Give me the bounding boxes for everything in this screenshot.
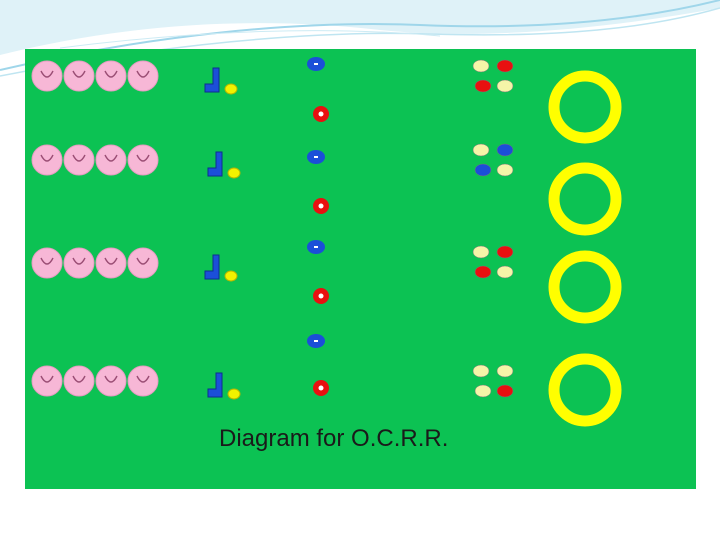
diagram-row [31, 143, 622, 236]
gold-ring [548, 353, 622, 427]
pink-cell [63, 60, 95, 92]
quad-dot [474, 384, 492, 398]
blue-particle-mark [314, 63, 318, 65]
pink-cell [127, 60, 159, 92]
cell-nucleus-mark [136, 70, 150, 78]
cell-nucleus-mark [72, 154, 86, 162]
pink-cell [63, 365, 95, 397]
l-shaped-fragment [207, 372, 223, 398]
red-particle-center [318, 385, 324, 391]
gold-ring [548, 70, 622, 144]
pink-cell [63, 247, 95, 279]
quad-dot [472, 59, 490, 73]
quad-dot [474, 163, 492, 177]
cell-nucleus-mark [136, 257, 150, 265]
pink-cell [63, 144, 95, 176]
pink-cell [31, 60, 63, 92]
quad-dot [474, 265, 492, 279]
quad-dot [472, 143, 490, 157]
pink-cell [95, 60, 127, 92]
cell-nucleus-mark [104, 375, 118, 383]
cell-nucleus-mark [104, 154, 118, 162]
quad-dot [472, 245, 490, 259]
diagram-panel: Diagram for O.C.R.R. [25, 49, 696, 489]
cell-nucleus-mark [72, 375, 86, 383]
quad-dot [496, 143, 514, 157]
pink-cell [31, 365, 63, 397]
quad-dot [496, 163, 514, 177]
cell-nucleus-mark [72, 70, 86, 78]
cell-nucleus-mark [40, 257, 54, 265]
pink-cell [31, 247, 63, 279]
yellow-dot [227, 167, 241, 179]
diagram-rows [31, 57, 622, 427]
l-shaped-fragment [204, 67, 220, 93]
l-shaped-fragment [204, 254, 220, 280]
pink-cell [95, 144, 127, 176]
cell-nucleus-mark [40, 70, 54, 78]
diagram-caption: Diagram for O.C.R.R. [219, 425, 449, 452]
diagram-canvas [31, 57, 622, 427]
blue-particle-mark [314, 156, 318, 158]
quad-dot [496, 265, 514, 279]
red-particle-center [318, 111, 324, 117]
quad-dot [496, 364, 514, 378]
blue-particle-mark [314, 340, 318, 342]
diagram-row [31, 57, 622, 144]
cell-nucleus-mark [136, 154, 150, 162]
pink-cell [95, 365, 127, 397]
cell-nucleus-mark [40, 375, 54, 383]
red-particle-center [318, 203, 324, 209]
quad-dot [474, 79, 492, 93]
yellow-dot [224, 270, 238, 282]
pink-cell [127, 365, 159, 397]
blue-particle-mark [314, 246, 318, 248]
diagram-row [31, 334, 622, 427]
pink-cell [127, 247, 159, 279]
quad-dot [496, 79, 514, 93]
cell-nucleus-mark [104, 70, 118, 78]
cell-nucleus-mark [72, 257, 86, 265]
diagram-row [31, 240, 622, 324]
pink-cell [31, 144, 63, 176]
gold-ring [548, 162, 622, 236]
cell-nucleus-mark [104, 257, 118, 265]
quad-dot [496, 384, 514, 398]
gold-ring [548, 250, 622, 324]
pink-cell [127, 144, 159, 176]
yellow-dot [224, 83, 238, 95]
cell-nucleus-mark [40, 154, 54, 162]
quad-dot [472, 364, 490, 378]
yellow-dot [227, 388, 241, 400]
pink-cell [95, 247, 127, 279]
l-shaped-fragment [207, 151, 223, 177]
quad-dot [496, 59, 514, 73]
red-particle-center [318, 293, 324, 299]
quad-dot [496, 245, 514, 259]
cell-nucleus-mark [136, 375, 150, 383]
